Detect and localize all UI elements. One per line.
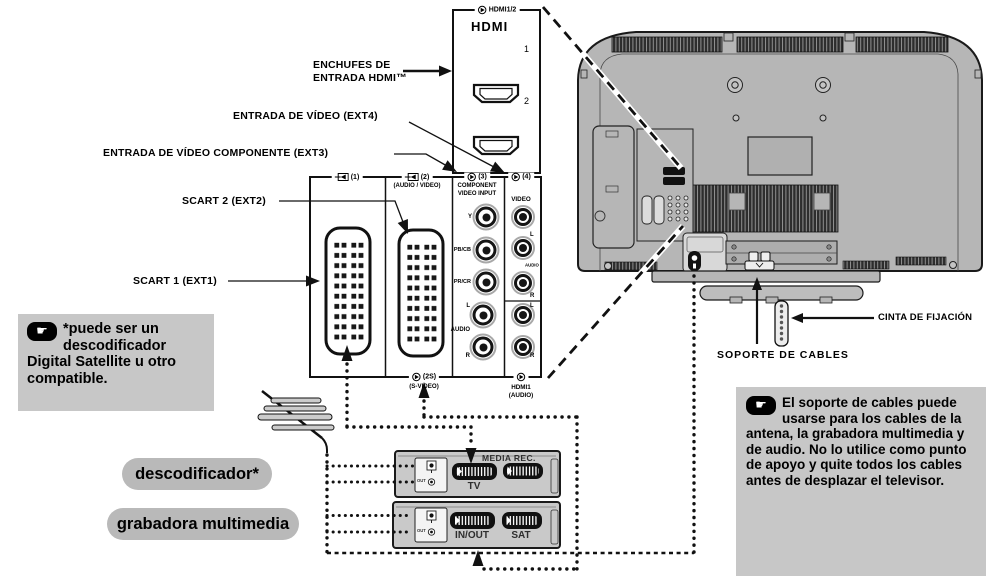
hdmi-box-tab: HDMI1/2 (474, 5, 520, 15)
decoder-inout-socket-label: IN/OUT (455, 530, 489, 541)
note-decoder-text: *puede ser un descodificador Digital Sat… (27, 321, 177, 388)
panel-header-ext2-sub: (AUDIO / VIDEO) (393, 183, 441, 189)
jack-component-audio-l (469, 301, 497, 329)
input-icon (477, 5, 487, 15)
decoder-sat-socket-label: SAT (511, 530, 531, 541)
label-video-l: L (530, 232, 534, 238)
label-audio-r: R (465, 353, 470, 359)
antenna-socket-icon (688, 251, 701, 271)
label-hdmi-l: L (530, 303, 534, 309)
jack-hdmi-audio-l (511, 303, 535, 327)
label-pb: PB/CB (453, 247, 471, 253)
input-icon (467, 172, 476, 182)
scart-icon (334, 173, 349, 181)
magnifier-dashed-lines (540, 5, 686, 380)
callout-arrows (228, 65, 874, 566)
decoder-scart-socket-sat (502, 512, 542, 529)
panel-header-ext2: (2) (401, 173, 433, 181)
note-cable-holder: ☛ El soporte de cables puede usarse para… (736, 387, 986, 576)
pointing-hand-icon: ☛ (27, 322, 57, 341)
panel-svideo-sub: (S-VIDEO) (409, 383, 439, 390)
label-pr: PR/CR (453, 279, 471, 285)
label-hdmi-r: R (530, 353, 535, 359)
hdmi-port-1 (472, 83, 520, 104)
panel-header-ext4: (4) (508, 172, 534, 182)
video-input-label: VIDEO (511, 196, 531, 203)
callout-ext4: ENTRADA DE VÍDEO (EXT4) (233, 110, 378, 122)
panel-svideo-chip: (2S) (408, 372, 440, 382)
panel-header-ext3-sub: COMPONENT VIDEO INPUT (457, 183, 497, 197)
panel-header-ext4-label: (4) (522, 173, 531, 181)
hdmi-port-2-number: 2 (524, 96, 530, 106)
recorder-tag: grabadora multimedia (107, 508, 299, 540)
hdmi-box-tab-label: HDMI1/2 (488, 6, 517, 14)
decoder-device (392, 501, 561, 549)
pointing-hand-icon: ☛ (746, 396, 776, 415)
jack-component-pb (472, 236, 500, 264)
panel-hdmi-audio-label: HDMI1 (AUDIO) (508, 384, 534, 399)
panel-svideo-label: (2S) (422, 373, 437, 381)
note-decoder: ☛ *puede ser un descodificador Digital S… (18, 314, 214, 411)
tv-stand (651, 240, 881, 304)
jack-hdmi-audio-r (511, 335, 535, 359)
fixing-strap (774, 300, 789, 347)
hdmi-detail-box (452, 9, 541, 174)
media-recorder-device (394, 450, 561, 498)
jack-component-audio-r (469, 333, 497, 361)
panel-header-ext1: (1) (331, 173, 363, 181)
decoder-scart-socket-inout (450, 512, 495, 529)
label-audio: AUDIO (450, 327, 470, 333)
jack-video-audio-l (511, 236, 535, 260)
scart-connector-ext2 (397, 228, 445, 358)
cable-holder-clamp (744, 251, 775, 271)
recorder-rf-out-label: OUT (417, 478, 426, 483)
callout-hdmi-inputs: ENCHUFES DE ENTRADA HDMI™ (313, 59, 407, 84)
panel-header-ext2-label: (2) (420, 173, 430, 181)
callout-ext3: ENTRADA DE VÍDEO COMPONENTE (EXT3) (103, 147, 329, 159)
note-cable-holder-text: El soporte de cables puede usarse para l… (746, 395, 967, 488)
callout-strap: CINTA DE FIJACIÓN (878, 312, 973, 323)
recorder-scart-socket-tv (452, 463, 497, 480)
decoder-rf-out-label: OUT (417, 528, 426, 533)
label-y: Y (467, 214, 472, 220)
tv-rear-illustration (577, 31, 983, 347)
scart-connector-ext1 (324, 226, 372, 356)
label-video-r: R (530, 293, 535, 299)
input-icon (511, 172, 520, 182)
cable-route-lines (325, 274, 696, 571)
decoder-tag: descodificador* (122, 458, 272, 490)
input-icon (516, 372, 526, 382)
jack-video (511, 205, 535, 229)
callout-cable-holder: SOPORTE DE CABLES (717, 349, 849, 361)
hdmi-logo: HDMI (471, 19, 509, 34)
jack-component-y (472, 203, 500, 231)
panel-header-ext3: (3) (464, 172, 490, 182)
input-icon (412, 372, 421, 382)
callout-ext2: SCART 2 (EXT2) (182, 195, 266, 207)
recorder-tv-socket-label: TV (467, 481, 481, 492)
panel-hdmi-audio-chip (513, 372, 529, 382)
decoder-tag-label: descodificador* (135, 464, 259, 483)
rear-panel-detail-box (309, 176, 542, 378)
antenna-icon (257, 390, 335, 453)
jack-component-pr (472, 268, 500, 296)
label-audio-l: L (466, 303, 470, 309)
callout-ext1: SCART 1 (EXT1) (133, 275, 217, 287)
recorder-scart-socket-2 (503, 463, 543, 479)
hdmi-port-1-number: 1 (524, 44, 530, 54)
panel-header-ext3-label: (3) (478, 173, 487, 181)
label-video-audio: AUDIO (525, 262, 539, 268)
recorder-tag-label: grabadora multimedia (116, 514, 290, 533)
scart-icon (404, 173, 419, 181)
panel-header-ext1-label: (1) (350, 173, 360, 181)
recorder-badge: MEDIA REC. (482, 453, 536, 463)
hdmi-port-2 (472, 135, 520, 156)
jack-video-audio-r (511, 271, 535, 295)
